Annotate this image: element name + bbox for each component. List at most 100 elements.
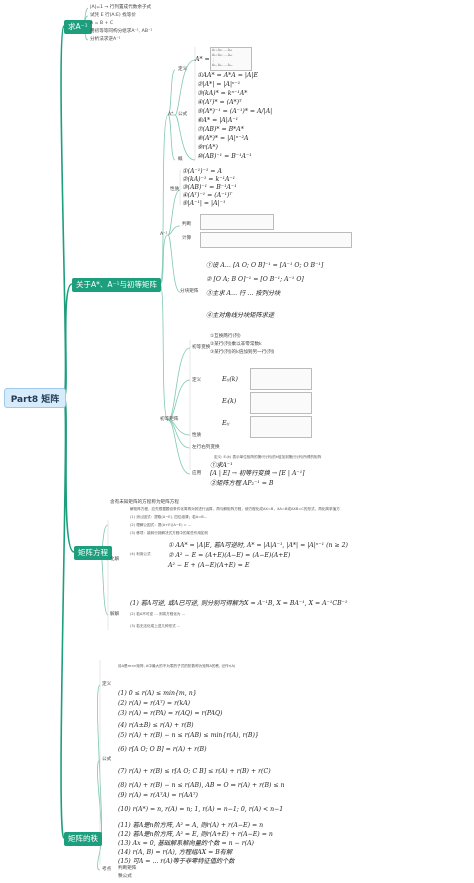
inverse-property: ⑤|A⁻¹| = |A|⁻¹ xyxy=(182,200,226,207)
elementary-def: Eᵢⱼ xyxy=(222,420,230,427)
rank-formula: (7) r(A) + r(B) ≤ r[A O; C B] ≤ r(A) + r… xyxy=(118,768,271,775)
rank-example-item: 秩公式 xyxy=(118,874,132,879)
adjoint-matrix-row: A₁ₙ A₂ₙ … Aₙₙ xyxy=(212,63,233,67)
equation-answer-label: 解解 xyxy=(110,612,120,617)
inverse-judge-label: 判断 xyxy=(182,222,192,227)
rank-formula: (1) 0 ≤ r(A) ≤ min{m, n} xyxy=(118,690,197,697)
block-matrix-label: 分块矩阵 xyxy=(180,289,199,294)
elementary-matrix-box xyxy=(250,368,312,390)
inverse-property: ①(A⁻¹)⁻¹ = A xyxy=(182,168,222,175)
equation-item: 解矩阵方程，应先根据题设条件化简再对其进行运算，再与解矩阵方程，使方程化成AX=… xyxy=(130,507,340,511)
branch-inverse[interactable]: 求A⁻¹ xyxy=(64,20,92,34)
rank-formula: (9) r(A) = r(AᵀA) = r(AAᵀ) xyxy=(118,792,198,799)
adjoint-formula: ⑤(A*)⁻¹ = (A⁻¹)* = A/|A| xyxy=(197,108,273,115)
rank-def-text: 设A是m×n矩阵, A中最大的不为零的子式的阶数称为矩阵A的秩, 记作r(A) xyxy=(118,664,236,668)
equation-solution: (2) 若A不可逆 … 则将方程化为 … xyxy=(130,612,186,616)
rank-formula: (2) r(A) = r(Aᵀ) = r(kA) xyxy=(118,700,191,707)
adjoint-formula: ②|A*| = |A|ⁿ⁻¹ xyxy=(197,81,241,88)
branch-adjoint-elementary[interactable]: 关于A*、A⁻¹与初等矩阵 xyxy=(72,278,161,292)
adjoint-formula: ⑩(AB)⁻¹ = B⁻¹A⁻¹ xyxy=(197,153,252,160)
elementary-matrix-box xyxy=(250,416,312,438)
adjoint-formula: ⑥A* = |A|A⁻¹ xyxy=(197,117,239,124)
transform-item: ②某行(列)乘以非零常数k xyxy=(210,342,262,347)
rank-formula: (8) r(A) + r(B) − n ≤ r(AB), AB = O ⇒ r(… xyxy=(118,782,285,789)
inverse-judge-box xyxy=(200,214,274,230)
inverse-property: ④(Aᵀ)⁻¹ = (A⁻¹)ᵀ xyxy=(182,192,232,199)
adjoint-formula: ③(kA)* = kⁿ⁻¹A* xyxy=(197,90,248,97)
rank-def-label: 定义 xyxy=(102,682,112,687)
inverse-property: ②(kA)⁻¹ = k⁻¹A⁻¹ xyxy=(182,176,236,183)
adjoint-matrix-row: A₁₂ A₂₂ … Aₙ₂ xyxy=(212,53,233,57)
adjoint-symbol: A* xyxy=(168,112,174,117)
adjoint-nature-label: 概 xyxy=(178,157,183,162)
equation-formula: ② A² − E = (A+E)(A−E) = (A−E)(A+E) xyxy=(168,552,291,559)
transform-item: ③某行(列)的k倍加到另一行(列) xyxy=(210,350,275,355)
inverse-item: |A|=1 → 行列置成代数余子式 xyxy=(90,5,152,10)
rank-formula: (12) 若A是n阶方阵, A² = E, 则r(A+E) + r(A−E) =… xyxy=(118,831,273,838)
elementary-prop-label: 性质 xyxy=(192,433,202,438)
equation-item: (3) 移项：能转行到解决式方程中的某些作用如何 xyxy=(130,531,209,535)
adjoint-formula-label: 公式 xyxy=(178,112,188,117)
adjoint-formula: ⑦(AB)* = B*A* xyxy=(197,126,244,133)
rank-formula: (14) r(A, B) = r(A), 方程组AX = B有解 xyxy=(118,849,233,856)
adjoint-formula: ④(Aᵀ)* = (A*)ᵀ xyxy=(197,99,242,106)
equation-solution: (1) 若A可逆, 或A已可逆, 则分别可得解为X = A⁻¹B, X = BA… xyxy=(130,600,348,607)
rank-formula: (5) r(A) + r(B) − n ≤ r(AB) ≤ min{r(A), … xyxy=(118,732,259,739)
branch-matrix-rank[interactable]: 矩阵的秩 xyxy=(64,832,102,846)
equation-solution: (3) 若无法化成上述几种形式 … xyxy=(130,624,181,628)
rank-formula: (6) r[A O; O B] = r(A) + r(B) xyxy=(118,746,207,753)
inverse-calc-box xyxy=(200,232,352,248)
apply-item: [A | E] → 初等行变换 → [E | A⁻¹] xyxy=(210,470,305,477)
adjoint-matrix xyxy=(210,47,252,71)
inverse-property: ③(AB)⁻¹ = B⁻¹A⁻¹ xyxy=(182,184,237,191)
inverse-item: A = B + C xyxy=(90,21,114,26)
inverse-property-label: 性质 xyxy=(170,187,180,192)
rank-formula-label: 公式 xyxy=(102,757,112,762)
equation-formula: A² − E + (A−E)(A+E) = E xyxy=(168,562,250,569)
inverse-calc-label: 计算 xyxy=(182,236,192,241)
elementary-matrix-box xyxy=(250,392,312,414)
elementary-label: 初等矩阵 xyxy=(160,417,179,422)
block-matrix-item: ③主求 A… 行 … 按列分块 xyxy=(206,290,281,297)
rank-formula: (3) r(A) = r(PA) = r(AQ) = r(PAQ) xyxy=(118,710,223,717)
equation-formula: ① AA* = |A|E, 若A可逆时, A* = |A|A⁻¹, |A*| =… xyxy=(168,542,348,549)
rank-example-item: 判断矩阵 xyxy=(118,866,137,871)
elementary-def: Eᵢⱼ(k) xyxy=(222,376,238,383)
inverse-item: 用初等等同构分组求A⁻¹, AB⁻¹ xyxy=(90,29,153,34)
apply-item: ②矩阵方程 AP₂⁻¹ = B xyxy=(210,480,274,487)
rank-formula: (11) 若A是n阶方阵, A² = A, 则r(A) + r(A−E) = n xyxy=(118,822,264,829)
apply-item: ①求A⁻¹ xyxy=(210,462,233,469)
rank-formula: (13) Ax = 0, 基础解系解向量的个数 = n − r(A) xyxy=(118,840,254,847)
block-matrix-item: ①设 A… [A O; O B]⁻¹ = [A⁻¹ O; O B⁻¹] xyxy=(206,262,324,269)
adjoint-matrix-row: ⋮ xyxy=(212,58,216,62)
equation-item: (1) 消公因式：提取(A−E), 四位组清；若A=B… xyxy=(130,515,208,519)
transform-item: ①互换两行(列) xyxy=(210,334,241,339)
elementary-def-text: 定义: Eᵢ(k) 表示单位矩阵的第i行(列)的k倍加到第j行(列)所得的矩阵 xyxy=(214,455,322,459)
adjoint-formula: ⑧(A*)* = |A|ⁿ⁻²A xyxy=(197,135,249,142)
left-right-rule: 左行右列变换 xyxy=(192,445,220,450)
equation-item: (2) 理解公因式：提(A+E)(A−E) = … xyxy=(130,523,192,527)
rank-example-label: 考点 xyxy=(102,867,112,872)
inverse-item: 分析法求逆A⁻¹ xyxy=(90,37,121,42)
rank-formula: (15) 可A = ... r(A)等于非零特征值的个数 xyxy=(118,858,235,865)
rank-formula: (10) r(A*) = n, r(A) = n; 1, r(A) = n−1;… xyxy=(118,806,284,813)
inverse-label: A⁻¹ xyxy=(160,232,168,237)
adjoint-def-symbol: A* = xyxy=(195,56,210,63)
equation-solve-label: 化解 xyxy=(110,557,120,562)
elementary-transform-label: 初等变换 xyxy=(192,345,211,350)
equation-item: (4) 利用公式 xyxy=(130,552,151,556)
branch-matrix-equation[interactable]: 矩阵方程 xyxy=(74,546,112,560)
rank-formula: (4) r(A±B) ≤ r(A) + r(B) xyxy=(118,722,194,729)
elementary-def: Eᵢ(k) xyxy=(222,398,237,405)
equation-intro: 含有未知矩阵的方程称为矩阵方程 xyxy=(110,500,179,505)
adjoint-def-label: 定义 xyxy=(178,67,188,72)
inverse-item: 试凭 E 行(A:E) 找等价 xyxy=(90,13,136,18)
root-node[interactable]: Part8 矩阵 xyxy=(4,388,66,408)
adjoint-formula: ⑨r(A*) xyxy=(197,144,218,151)
block-matrix-item: ② [O A; B O]⁻¹ = [O B⁻¹; A⁻¹ O] xyxy=(206,276,304,283)
elementary-apply-label: 应用 xyxy=(192,471,202,476)
adjoint-matrix-row: A₁₁ A₂₁ … Aₙ₁ xyxy=(212,48,233,52)
block-matrix-item: ④主对角线分块矩阵求逆 xyxy=(206,312,275,319)
adjoint-formula: ①AA* = A*A = |A|E xyxy=(197,72,258,79)
